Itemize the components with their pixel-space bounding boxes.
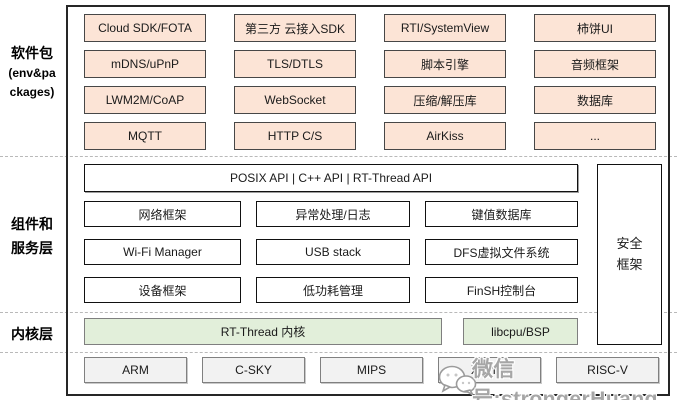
component-box: 键值数据库 <box>425 201 578 227</box>
package-box: RTI/SystemView <box>384 14 506 42</box>
cpu-box: Xtensa <box>438 357 541 383</box>
package-box: WebSocket <box>234 86 356 114</box>
cpu-box: ARM <box>84 357 187 383</box>
component-box: USB stack <box>256 239 410 265</box>
package-box: LWM2M/CoAP <box>84 86 206 114</box>
layer-label-components-line2: 服务层 <box>11 240 53 256</box>
component-box: DFS虚拟文件系统 <box>425 239 578 265</box>
layer-label-packages-en2: ckages) <box>9 85 55 99</box>
security-framework-line2: 框架 <box>616 256 643 272</box>
package-box: 脚本引擎 <box>384 50 506 78</box>
layer-label-packages: 软件包 (env&pa ckages) <box>0 42 64 102</box>
layer-label-components-line1: 组件和 <box>11 216 53 232</box>
cpu-box: RISC-V <box>556 357 659 383</box>
layer-divider-components-kernel <box>0 312 677 313</box>
component-box: 异常处理/日志 <box>256 201 410 227</box>
package-box: 第三方 云接入SDK <box>234 14 356 42</box>
component-box: 设备框架 <box>84 277 241 303</box>
package-box: MQTT <box>84 122 206 150</box>
layer-label-packages-cn: 软件包 <box>11 45 53 61</box>
component-box: 低功耗管理 <box>256 277 410 303</box>
package-box: 数据库 <box>534 86 656 114</box>
packages-grid: Cloud SDK/FOTA 第三方 云接入SDK RTI/SystemView… <box>84 14 656 150</box>
components-grid: 网络框架 异常处理/日志 键值数据库 Wi-Fi Manager USB sta… <box>84 201 578 303</box>
package-box: 柿饼UI <box>534 14 656 42</box>
security-framework-line1: 安全 <box>616 235 643 251</box>
cpu-grid: ARM C-SKY MIPS Xtensa RISC-V <box>84 357 659 383</box>
diagram-outer-frame <box>66 5 670 396</box>
layer-label-kernel-line1: 内核层 <box>11 326 53 342</box>
layer-divider-kernel-cpu <box>0 352 677 353</box>
package-box: 压缩/解压库 <box>384 86 506 114</box>
api-bar: POSIX API | C++ API | RT-Thread API <box>84 164 578 192</box>
package-box: AirKiss <box>384 122 506 150</box>
security-framework-box: 安全 框架 <box>597 164 662 345</box>
component-box: 网络框架 <box>84 201 241 227</box>
package-box: mDNS/uPnP <box>84 50 206 78</box>
package-box: ... <box>534 122 656 150</box>
component-box: FinSH控制台 <box>425 277 578 303</box>
layer-divider-packages-components <box>0 156 677 157</box>
cpu-box: MIPS <box>320 357 423 383</box>
component-box: Wi-Fi Manager <box>84 239 241 265</box>
package-box: Cloud SDK/FOTA <box>84 14 206 42</box>
layer-label-kernel: 内核层 <box>0 324 64 344</box>
kernel-box: RT-Thread 内核 <box>84 318 442 345</box>
package-box: TLS/DTLS <box>234 50 356 78</box>
package-box: HTTP C/S <box>234 122 356 150</box>
libcpu-bsp-box: libcpu/BSP <box>463 318 578 345</box>
cpu-box: C-SKY <box>202 357 305 383</box>
layer-label-components: 组件和 服务层 <box>0 212 64 260</box>
layer-label-packages-en1: (env&pa <box>8 66 56 80</box>
package-box: 音频框架 <box>534 50 656 78</box>
